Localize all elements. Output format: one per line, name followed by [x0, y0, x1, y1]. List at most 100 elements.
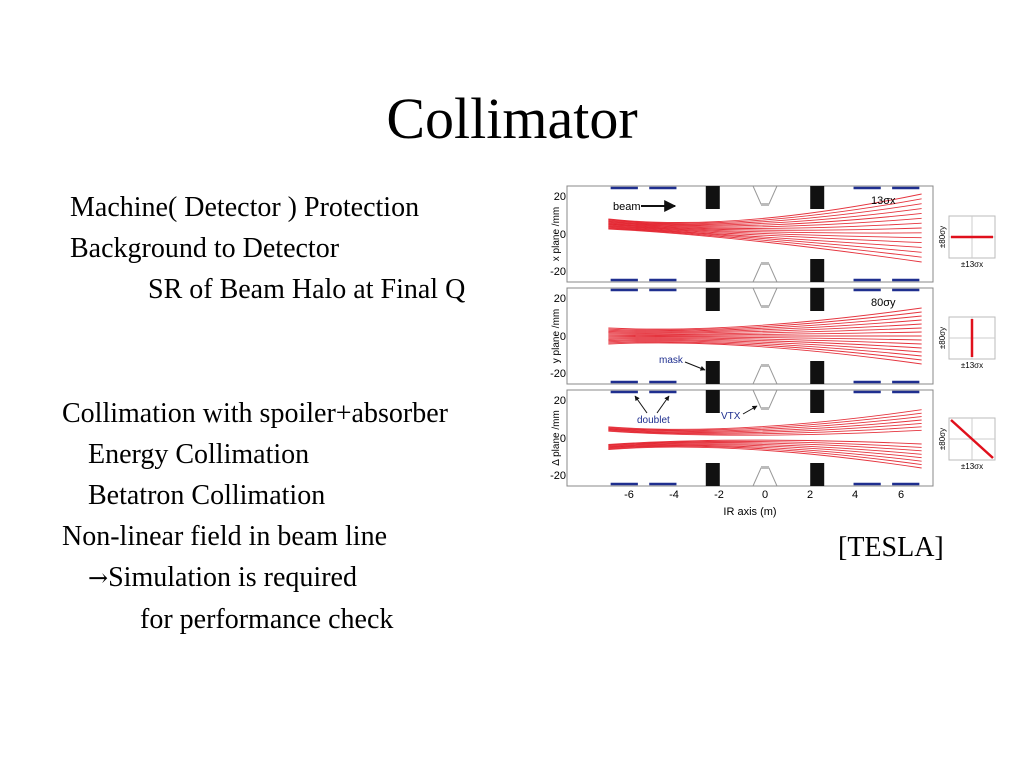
panel-content — [608, 185, 922, 487]
right-arrow-icon: → — [88, 564, 109, 592]
vertex-detector — [761, 407, 769, 410]
vertex-detector — [761, 364, 769, 367]
ray-line — [608, 337, 922, 345]
y-tick-label: -20 — [550, 266, 566, 278]
ray-line — [608, 446, 922, 469]
y-tick-label: -20 — [550, 368, 566, 380]
x-axis-label: IR axis (m) — [723, 506, 776, 518]
bullet-machine-protection: Machine( Detector ) Protection — [70, 192, 420, 223]
ray-line — [608, 319, 922, 333]
panel-ylabel: x plane /mm — [551, 207, 562, 261]
panel-ylabel: y plane /mm — [551, 309, 562, 363]
mask-shape — [752, 185, 778, 205]
mask-shape — [752, 389, 778, 409]
collimator-ray-diagram: x plane /mm y plane /mm Δ plane /mm 20 0… — [550, 185, 996, 518]
mask-shape — [752, 467, 778, 487]
phase-ylabel: ±80σy — [938, 226, 947, 248]
slide-title: Collimator — [386, 86, 638, 151]
x-tick-label: -6 — [624, 489, 634, 501]
ray-line — [608, 416, 922, 432]
phase-space-inset: ±80σy ±13σx — [938, 316, 996, 370]
ray-line — [608, 341, 922, 361]
ray-line — [608, 429, 922, 436]
vertex-detector — [761, 466, 769, 469]
x-tick-label: 6 — [898, 489, 904, 501]
ray-line — [608, 208, 922, 226]
x-tick-label: 4 — [852, 489, 858, 501]
panel-frame — [566, 185, 934, 283]
bullet-sr-beam-halo: SR of Beam Halo at Final Q — [148, 274, 466, 305]
mask-shape — [752, 287, 778, 307]
vertex-detector — [761, 203, 769, 206]
ray-line — [608, 336, 922, 341]
ray-line — [608, 222, 922, 229]
ray-line — [608, 440, 922, 448]
magnet-block — [705, 259, 720, 282]
ray-line — [608, 409, 922, 430]
ray-line — [608, 340, 922, 357]
magnet-block — [810, 361, 825, 384]
magnet-block — [705, 361, 720, 384]
ray-line — [608, 228, 922, 263]
ray-line — [608, 422, 922, 434]
ray-line — [608, 443, 922, 455]
magnet-block — [810, 463, 825, 486]
y-tick-label: 20 — [554, 395, 566, 407]
magnet-block — [810, 288, 825, 311]
magnet-block — [705, 390, 720, 413]
ray-line — [608, 331, 922, 336]
phase-ylabel: ±80σy — [938, 327, 947, 349]
doublet-label: doublet — [637, 415, 670, 426]
ray-line — [608, 198, 922, 224]
y-tick-label: 0 — [560, 229, 566, 241]
bullet-energy-collimation: Energy Collimation — [88, 439, 310, 470]
x-tick-label: -4 — [669, 489, 679, 501]
ray-line — [608, 338, 922, 349]
ray-line — [608, 227, 922, 253]
mask-arrow-icon — [684, 361, 706, 371]
lower-bullets: Collimation with spoiler+absorber Energy… — [62, 393, 448, 640]
y-tick-label: -20 — [550, 470, 566, 482]
doublet-arrow-icon — [656, 395, 670, 414]
phase-xlabel: ±13σx — [961, 361, 983, 370]
upper-bullets: Machine( Detector ) Protection Backgroun… — [70, 187, 465, 310]
vtx-arrow-icon — [742, 405, 758, 415]
bullet-performance-check: for performance check — [140, 604, 394, 635]
ray-line — [608, 445, 922, 466]
bullet-background: Background to Detector — [70, 233, 340, 264]
vertex-detector — [761, 305, 769, 308]
magnet-block — [705, 463, 720, 486]
ray-line — [608, 307, 922, 330]
ray-line — [608, 315, 922, 332]
ray-line — [608, 217, 922, 228]
vtx-label: VTX — [721, 411, 741, 422]
y-tick-label: 0 — [560, 331, 566, 343]
mask-label: mask — [659, 355, 684, 366]
ray-line — [608, 327, 922, 335]
ray-line — [608, 224, 922, 239]
magnet-block — [810, 186, 825, 209]
ray-line — [608, 419, 922, 433]
phase-xlabel: ±13σx — [961, 260, 983, 269]
envelope-label: 13σx — [871, 195, 896, 207]
mask-shape — [752, 263, 778, 283]
panel-frame — [566, 389, 934, 487]
panel-ylabel: Δ plane /mm — [551, 410, 562, 466]
magnet-block — [705, 288, 720, 311]
bullet-collimation: Collimation with spoiler+absorber — [62, 398, 448, 429]
y-tick-label: 0 — [560, 433, 566, 445]
bullet-nonlinear-field: Non-linear field in beam line — [62, 521, 387, 552]
y-tick-label: 20 — [554, 293, 566, 305]
ray-line — [608, 444, 922, 462]
ray-line — [608, 224, 922, 234]
ray-line — [608, 212, 922, 227]
ray-line — [608, 339, 922, 353]
ray-line — [608, 442, 922, 452]
ray-line — [608, 227, 922, 258]
mask-shape — [752, 365, 778, 385]
ray-line — [608, 426, 922, 435]
ray-line — [608, 223, 922, 231]
ray-line — [608, 203, 922, 225]
envelope-label: 80σy — [871, 297, 896, 309]
magnet-block — [810, 390, 825, 413]
